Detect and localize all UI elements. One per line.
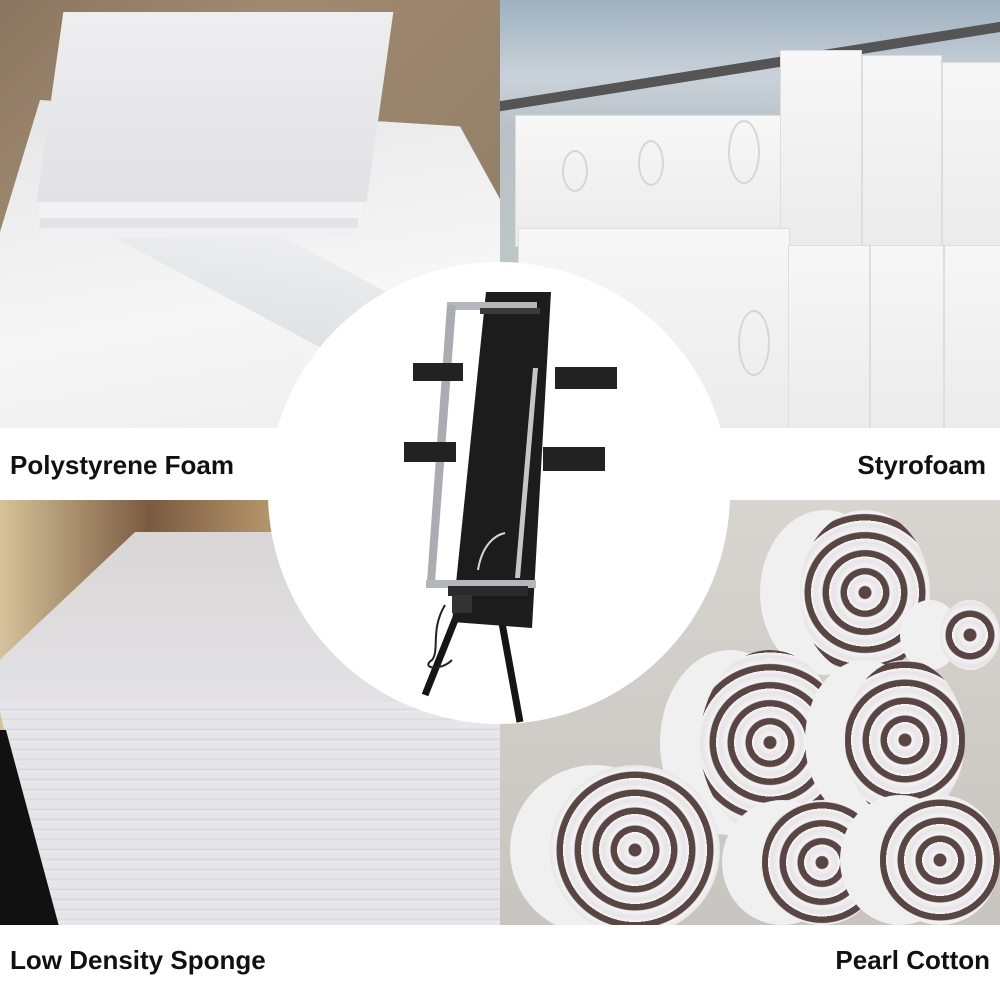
foam-roll bbox=[880, 795, 1000, 925]
styrofoam-block bbox=[780, 50, 862, 247]
styrofoam-block bbox=[862, 55, 942, 247]
block-circle-mark bbox=[638, 140, 664, 186]
styrofoam-block bbox=[944, 245, 1000, 428]
block-circle-mark bbox=[738, 310, 770, 376]
label-pearl-cotton: Pearl Cotton bbox=[835, 945, 990, 975]
label-polystyrene-foam: Polystyrene Foam bbox=[10, 450, 234, 480]
center-product-circle bbox=[268, 262, 730, 724]
foam-sheet-stack-upper bbox=[36, 12, 394, 202]
foam-roll bbox=[800, 510, 930, 675]
polystyrene-foam-photo bbox=[0, 0, 500, 428]
styrofoam-block bbox=[942, 62, 1000, 247]
block-circle-mark bbox=[562, 150, 588, 192]
foam-roll bbox=[845, 660, 965, 820]
styrofoam-block bbox=[870, 245, 944, 428]
foam-roll bbox=[762, 800, 882, 925]
foam-roll bbox=[940, 600, 1000, 670]
block-circle-mark bbox=[728, 120, 760, 184]
label-styrofoam: Styrofoam bbox=[857, 450, 986, 480]
foam-roll bbox=[550, 765, 720, 925]
label-low-density-sponge: Low Density Sponge bbox=[10, 945, 266, 975]
styrofoam-photo bbox=[500, 0, 1000, 428]
foam-cutter-machine-icon bbox=[404, 292, 617, 723]
styrofoam-block bbox=[788, 245, 870, 428]
